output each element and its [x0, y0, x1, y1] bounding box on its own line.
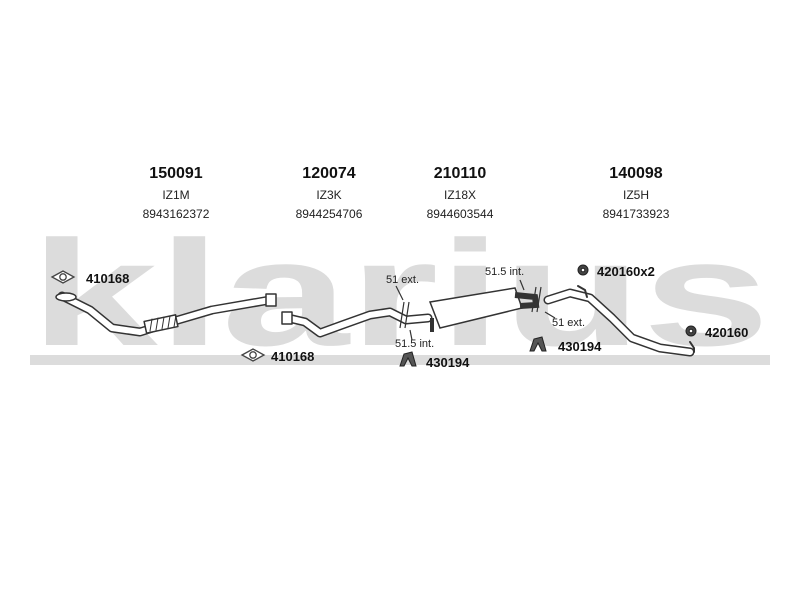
- joint-rear-cut: [531, 286, 542, 313]
- part-intermediate-pipe[interactable]: 120074 IZ3K 8944254706: [259, 165, 399, 221]
- front-pipe-inner: [59, 293, 273, 335]
- front-pipe-drawing[interactable]: [55, 291, 277, 337]
- joint-label: 51.5 int.: [485, 266, 525, 278]
- part-tail-pipe[interactable]: 140098 IZ5H 8941733923: [566, 165, 706, 221]
- part-code: IZ5H: [622, 188, 649, 202]
- gasket-hole: [59, 273, 67, 281]
- joint-leader-4: [544, 311, 556, 319]
- hanger-icon[interactable]: [399, 351, 417, 367]
- watermark-bar: [30, 355, 770, 365]
- flex-section: [143, 314, 179, 334]
- part-oem: 8944603544: [426, 207, 494, 221]
- tail-pipe-inner: [545, 290, 693, 355]
- part-oem: 8944254706: [295, 207, 363, 221]
- part-number: 210110: [433, 165, 487, 182]
- silencer-outlet: [514, 292, 540, 309]
- joint-front-cut: [399, 301, 410, 329]
- hanger-icon[interactable]: [529, 336, 547, 352]
- accessory-ref[interactable]: 420160x2: [597, 264, 655, 279]
- joint-label: 51 ext.: [552, 317, 586, 329]
- accessory-ref[interactable]: 410168: [271, 349, 315, 364]
- accessory-ref[interactable]: 430194: [426, 355, 470, 370]
- part-number: 150091: [149, 165, 203, 182]
- part-oem: 8943162372: [142, 207, 210, 221]
- flex-braid: [149, 314, 177, 332]
- gasket-icon[interactable]: [50, 270, 76, 284]
- rubber-mount-icon[interactable]: [685, 325, 697, 337]
- silencer-body: [428, 287, 523, 329]
- joint-label: 51 ext.: [386, 274, 420, 286]
- front-pipe-end: [265, 293, 277, 307]
- hanger-shape: [399, 351, 417, 367]
- accessory-ref[interactable]: 430194: [558, 339, 602, 354]
- tail-pipe-drawing[interactable]: [543, 285, 695, 357]
- rubber-mount-icon[interactable]: [577, 264, 589, 276]
- joint-leader-2: [409, 329, 413, 341]
- gasket-hole: [249, 351, 257, 359]
- part-code: IZ3K: [316, 188, 342, 202]
- part-number: 140098: [609, 165, 663, 182]
- front-flange: [55, 292, 77, 302]
- mount-hole: [688, 328, 694, 334]
- part-code: IZ1M: [162, 188, 190, 202]
- intermediate-pipe-start: [281, 311, 293, 325]
- part-silencer[interactable]: 210110 IZ18X 8944603544: [390, 165, 530, 221]
- gasket-icon[interactable]: [240, 348, 266, 362]
- intermediate-pipe-inner: [285, 309, 431, 336]
- accessory-ref[interactable]: 420160: [705, 325, 749, 340]
- joint-leader-1: [395, 285, 404, 301]
- hanger-shape: [529, 336, 547, 352]
- tail-hanger-rod-2: [689, 341, 695, 353]
- joint-markers: [395, 279, 556, 341]
- joint-label: 51.5 int.: [395, 338, 435, 350]
- accessory-ref[interactable]: 410168: [86, 271, 130, 286]
- tail-hanger-rod: [577, 285, 588, 298]
- silencer-drawing[interactable]: [428, 287, 540, 332]
- part-number: 120074: [302, 165, 356, 182]
- part-code: IZ18X: [443, 188, 476, 202]
- joint-leader-3: [519, 279, 525, 291]
- part-oem: 8941733923: [602, 207, 670, 221]
- mount-hole: [580, 267, 586, 273]
- part-front-pipe[interactable]: 150091 IZ1M 8943162372: [106, 165, 246, 221]
- intermediate-pipe-drawing[interactable]: [281, 307, 433, 338]
